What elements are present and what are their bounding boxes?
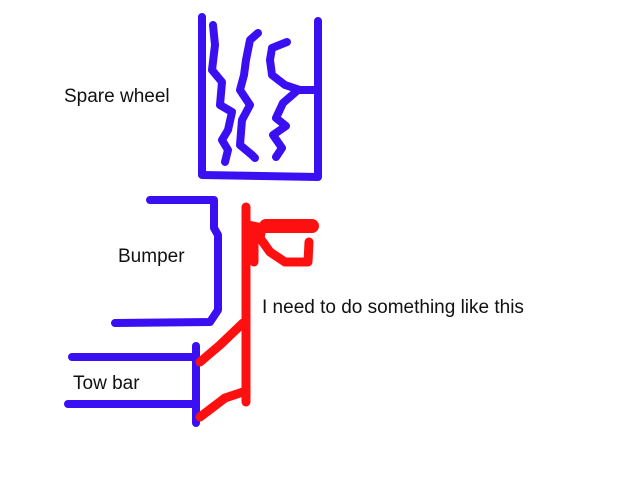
spare-wheel-squiggle-right — [266, 38, 319, 94]
note-label: I need to do something like this — [262, 297, 524, 318]
spare-wheel-label: Spare wheel — [64, 86, 170, 107]
spare-wheel-box — [198, 13, 322, 181]
spare-wheel-squiggle-left — [208, 21, 236, 166]
bumper-label: Bumper — [118, 246, 185, 267]
proposed-bracket-drawing — [195, 202, 319, 422]
tow-bar-drawing — [64, 342, 200, 427]
spare-wheel-squiggle-right-lower — [269, 86, 302, 161]
tow-bar-label: Tow bar — [73, 373, 140, 394]
spare-wheel-squiggle-middle — [236, 29, 262, 162]
spare-wheel-drawing — [198, 13, 322, 181]
bumper-drawing — [111, 196, 222, 327]
